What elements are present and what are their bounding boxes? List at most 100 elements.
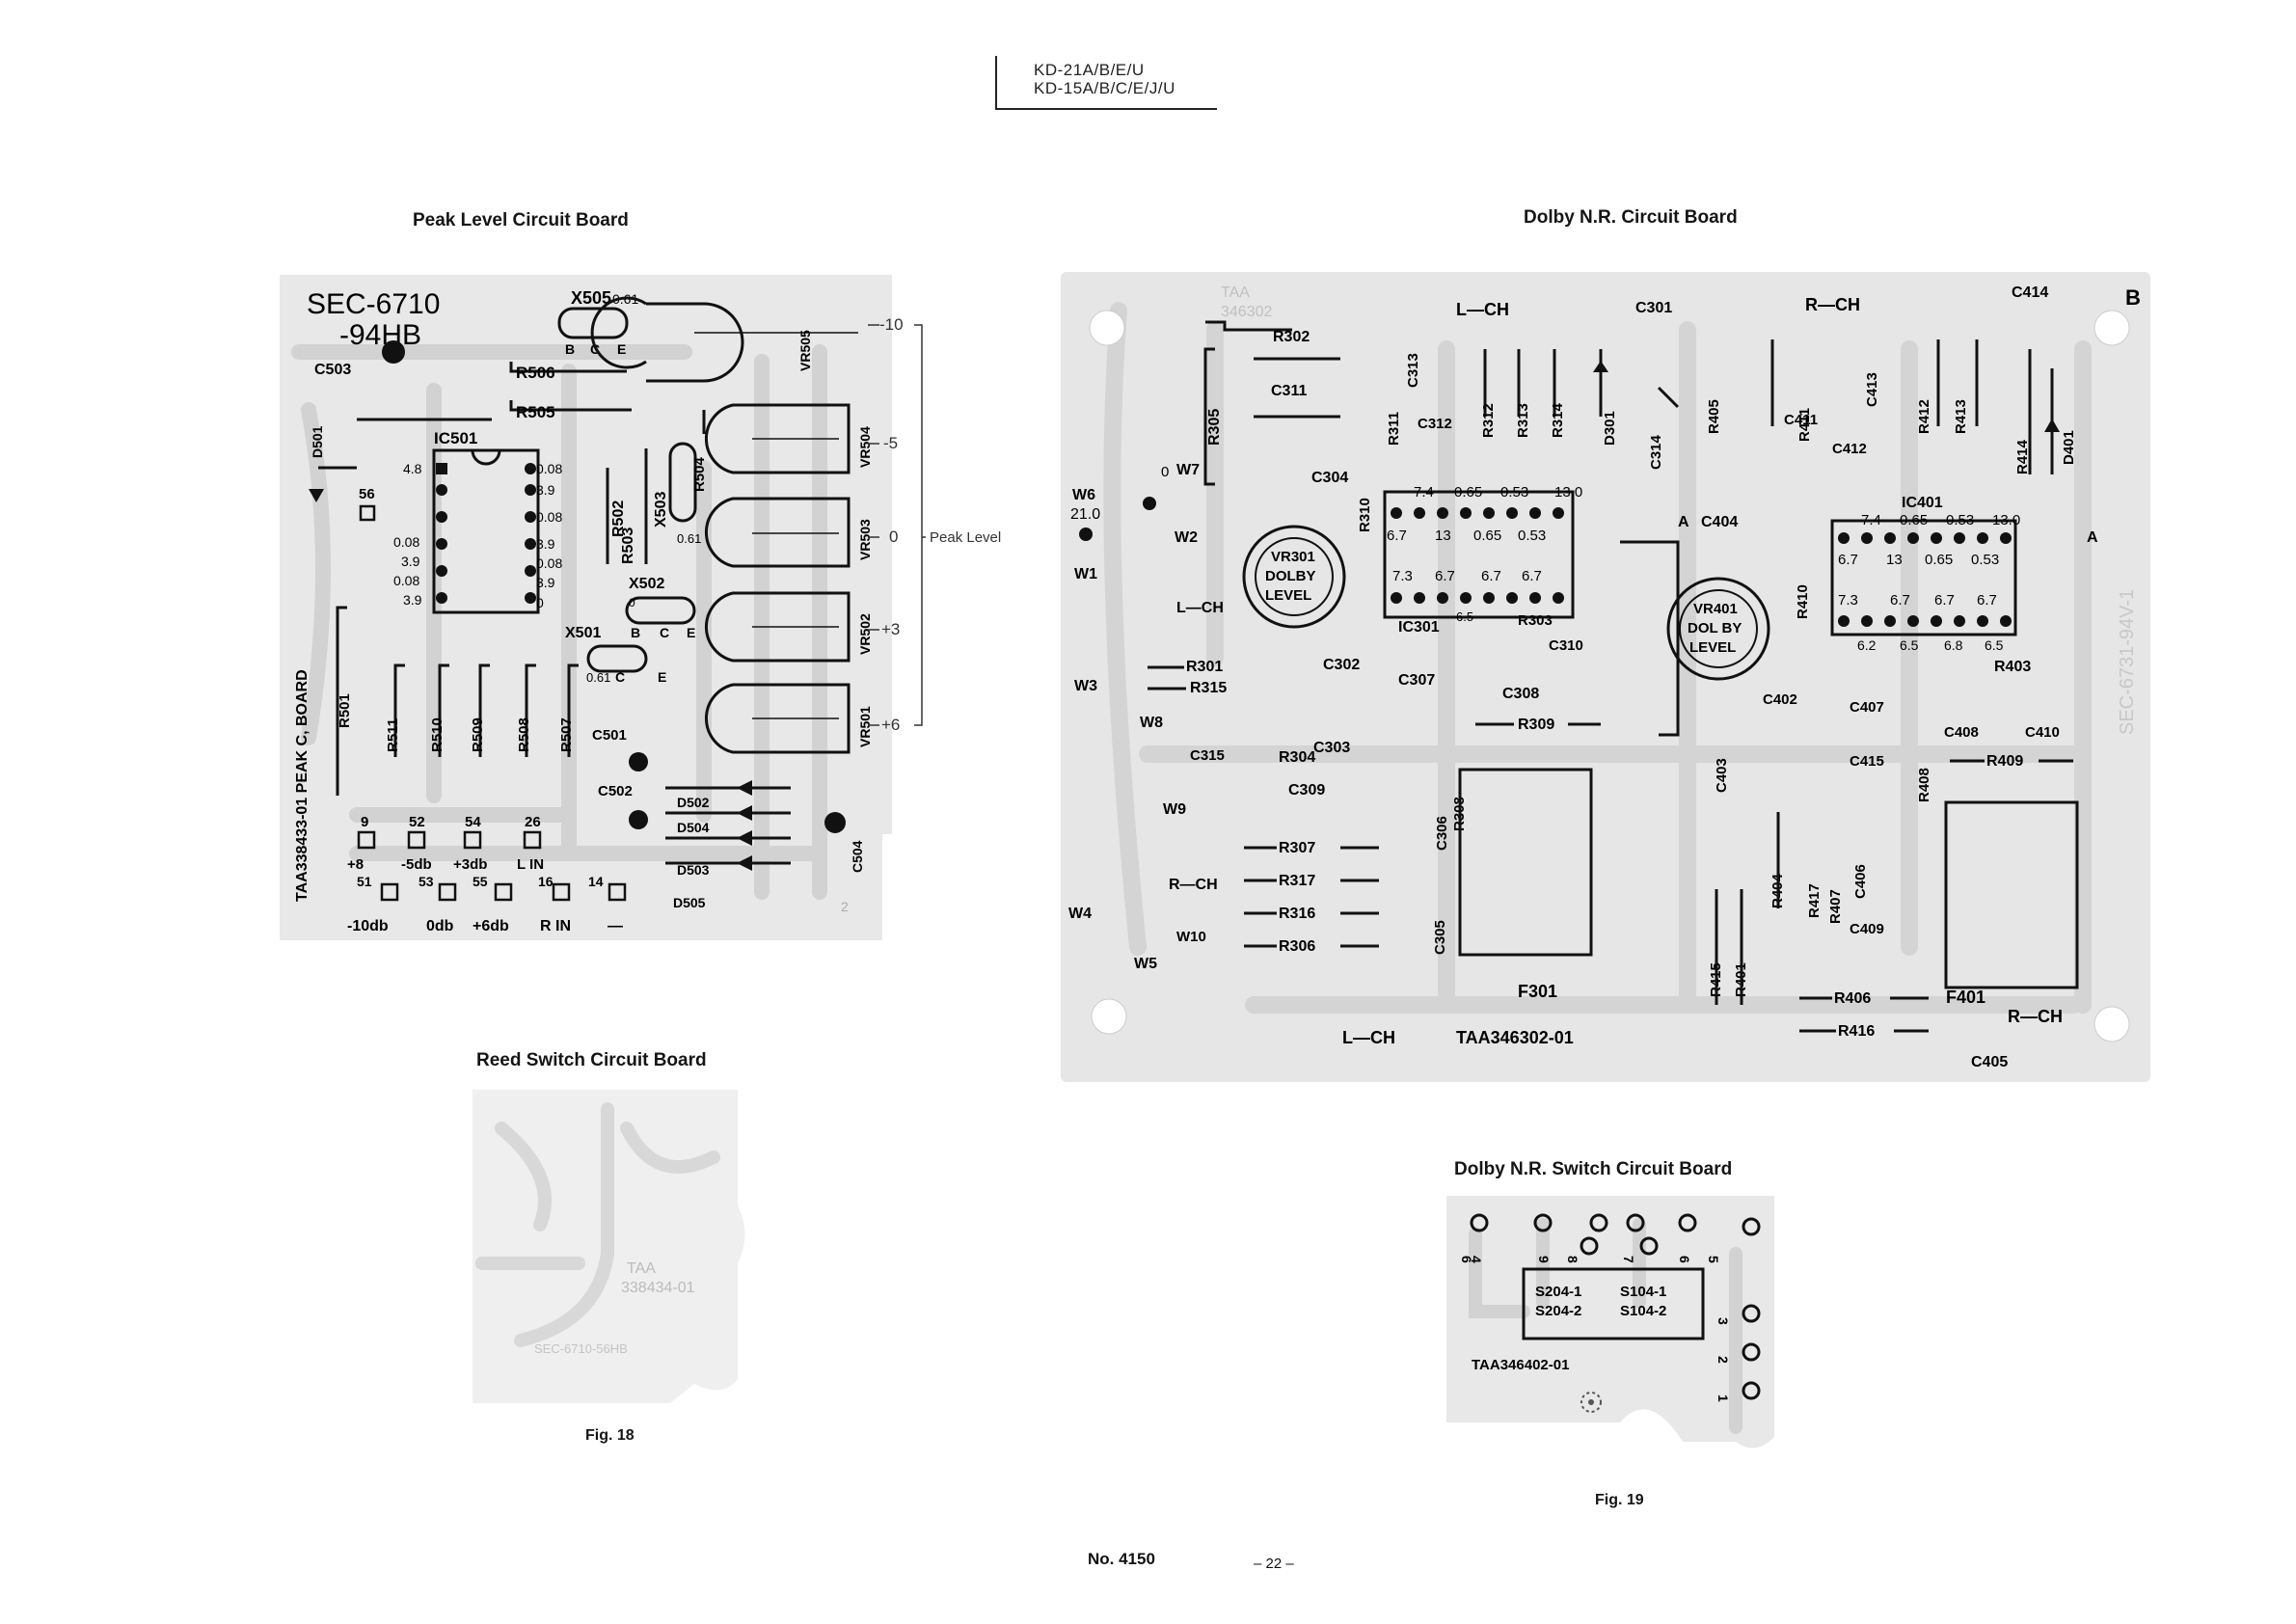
f401-label: F401 [1946, 988, 1985, 1007]
ic401-row3-v3: 6.7 [1934, 592, 1955, 609]
r311-label: R311 [1386, 412, 1402, 446]
terminal-56-label: 56 [359, 486, 375, 502]
page-number: – 22 – [1254, 1556, 1294, 1572]
ic401-top-v2: 0.65 [1900, 512, 1928, 528]
pad-16-number: 16 [538, 874, 554, 889]
vr504-body [704, 403, 851, 474]
vr505-label: VR505 [797, 330, 813, 371]
vr505-body [646, 302, 744, 383]
dolby-switch-board: 4 9 8 7 6 5 3 2 1 6 S204-1 S204-2 S104-1… [1446, 1196, 1774, 1448]
w6-label: W6 [1072, 487, 1095, 503]
ic301-row3-v1: 7.3 [1392, 568, 1413, 584]
switch-pad-8: 8 [1565, 1256, 1580, 1263]
c312-label: C312 [1418, 416, 1452, 432]
w8-label: W8 [1140, 715, 1163, 731]
r305-label: R305 [1206, 409, 1223, 446]
ic301-top-v3: 0.53 [1500, 484, 1528, 501]
x503-body [668, 442, 697, 523]
vr505-level: -10 [879, 315, 904, 334]
x502-pin-c: C [660, 625, 669, 640]
ic501-v-pin8: 0 [536, 595, 544, 610]
r413-label: R413 [1953, 399, 1969, 434]
dolby-board-code: TAA346302-01 [1456, 1028, 1574, 1047]
pad-9-label: +8 [347, 856, 364, 873]
vr401-ring [1666, 577, 1770, 681]
r504-label: R504 [691, 456, 708, 492]
vr301-ring [1242, 525, 1346, 629]
pad-55-number: 55 [473, 874, 488, 889]
w2-label: W2 [1175, 529, 1198, 546]
r313-label: R313 [1515, 403, 1531, 438]
fig19-caption: Fig. 19 [1595, 1492, 1644, 1508]
switch-board-substrate [1446, 1196, 1774, 1448]
pad-53-label: 0db [426, 918, 454, 934]
x502-label: X502 [629, 576, 664, 592]
r411-label: R411 [1796, 408, 1813, 442]
r414-label: R414 [2014, 439, 2031, 474]
peak-board-substrate [280, 275, 892, 940]
w5-label: W5 [1134, 956, 1157, 972]
ic501-label: IC501 [434, 429, 477, 447]
w7-point [1143, 497, 1156, 510]
vr301-dolby: DOLBY [1265, 568, 1316, 584]
reed-code-3: SEC-6710-56HB [534, 1341, 628, 1356]
vr502-body [704, 591, 851, 663]
c402-label: C402 [1763, 691, 1797, 708]
r406-label: R406 [1834, 990, 1871, 1007]
r-ch-module [1944, 800, 2079, 989]
r409-label: R409 [1986, 753, 2023, 770]
w10-label: W10 [1176, 929, 1206, 945]
r416-label: R416 [1838, 1023, 1875, 1040]
c306-label: C306 [1434, 816, 1450, 851]
switch-pad-2: 2 [1715, 1356, 1731, 1364]
r410-label: R410 [1795, 584, 1811, 619]
pad-9-number: 9 [361, 814, 368, 830]
c501-label: C501 [592, 727, 627, 744]
c415-label: C415 [1850, 753, 1884, 770]
peak-part-code-1: SEC-6710 [307, 288, 440, 320]
ic301-top-v4: 13.0 [1554, 484, 1582, 501]
ic501-v-pin5: 3.9 [401, 554, 420, 569]
ic401-body [1830, 519, 2017, 636]
c313-label: C313 [1405, 353, 1421, 388]
fig18-caption: Fig. 18 [585, 1427, 635, 1444]
r508-label: R508 [516, 717, 532, 752]
r315-label: R315 [1190, 680, 1227, 696]
ic501-v-pin4: 0.08 [393, 534, 419, 550]
r405-label: R405 [1706, 399, 1722, 434]
switch-board-code: TAA346402-01 [1472, 1357, 1569, 1373]
vr501-label: VR501 [857, 706, 873, 747]
ic401-top-v4: 13.0 [1992, 512, 2020, 528]
r507-label: R507 [558, 717, 575, 752]
ic401-row3-v2: 6.7 [1890, 592, 1910, 609]
x501-pin-e: E [658, 669, 666, 685]
dolby-side-code: SEC-6731-94V-1 [2117, 589, 2138, 735]
r304-label: R304 [1279, 749, 1315, 766]
w9-label: W9 [1163, 801, 1186, 818]
pad-51-number: 51 [357, 874, 372, 889]
x505-pin-e: E [617, 341, 626, 357]
model-header: KD-21A/B/E/U KD-15A/B/C/E/J/U [995, 56, 1217, 110]
ic501-body [432, 448, 540, 614]
c307-label: C307 [1398, 672, 1435, 689]
x503-label: X503 [653, 492, 669, 528]
c311-label: C311 [1271, 383, 1307, 399]
ic401-bottom-v2: 6.5 [1900, 637, 1919, 653]
ic301-bottom-v: 6.5 [1456, 609, 1473, 624]
reed-board-title: Reed Switch Circuit Board [476, 1050, 707, 1070]
pad-54-number: 54 [465, 814, 481, 830]
ic501-v-pin12: 0.08 [536, 509, 562, 525]
ic301-row2-v4: 0.53 [1518, 528, 1546, 544]
c308-label: C308 [1502, 686, 1539, 702]
pad-54-label: +3db [453, 856, 487, 873]
ic401-label: IC401 [1902, 495, 1943, 511]
switch-s204-1: S204-1 [1535, 1284, 1581, 1300]
c408-label: C408 [1944, 724, 1979, 741]
d501-symbol [309, 489, 324, 502]
c310-label: C310 [1549, 637, 1583, 654]
r317-label: R317 [1279, 873, 1315, 889]
vr401-level: LEVEL [1689, 639, 1736, 656]
r316-label: R316 [1279, 906, 1315, 922]
c412-label: C412 [1832, 441, 1867, 457]
r306-label: R306 [1279, 938, 1315, 955]
